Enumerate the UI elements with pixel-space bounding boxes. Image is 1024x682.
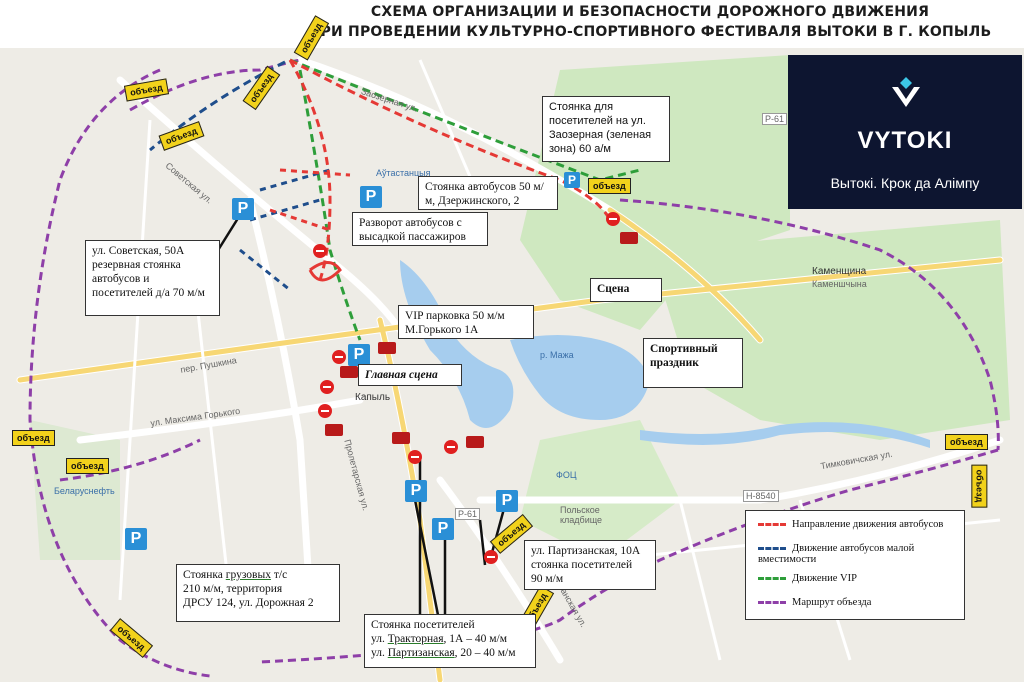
legend-item-vip: Движение VIP (758, 573, 857, 584)
parking-icon: P (348, 344, 370, 366)
no-entry-icon (332, 350, 346, 364)
callout-text: Сцена (597, 283, 630, 295)
callout-line: М.Горького 1А (405, 324, 479, 336)
callout-line: автобусов и (92, 273, 150, 285)
callout-line: Стоянка грузовых т/с (183, 568, 333, 582)
callout-text: Стоянка для посетителей на ул. Заозерная… (549, 101, 652, 155)
callout-line: ДРСУ 124, ул. Дорожная 2 (183, 597, 314, 609)
detour-sign: объезд (588, 178, 631, 194)
callout-text: Стоянка автобусов 50 м/м, Дзержинского, … (425, 181, 544, 207)
callout-parking-zaozernaya: Стоянка для посетителей на ул. Заозерная… (542, 96, 670, 162)
callout-main-stage: Главная сцена (358, 364, 462, 386)
callout-text: Разворот автобусов с высадкой пассажиров (359, 217, 466, 243)
callout-line: ул. Советская, 50А (92, 245, 185, 257)
legend: Направление движения автобусов Движение … (745, 510, 965, 620)
callout-bus-turnaround: Разворот автобусов с высадкой пассажиров (352, 212, 488, 246)
legend-label: Движение VIP (792, 573, 857, 584)
logo-word: VYTOKI (857, 127, 953, 154)
legend-label: Движение автобусов малой вместимости (758, 543, 915, 565)
callout-text: , 1А – 40 м/м (443, 633, 507, 645)
callout-sport: Спортивный праздник (643, 338, 743, 388)
callout-text: ул. (371, 647, 388, 659)
legend-item-bus: Направление движения автобусов (758, 519, 943, 530)
callout-visitor-parking: Стоянка посетителей ул. Тракторная, 1А –… (364, 614, 536, 668)
parking-icon: P (232, 198, 254, 220)
parking-icon: P (405, 480, 427, 502)
parking-icon: P (496, 490, 518, 512)
vytoki-logo-mark (892, 77, 920, 107)
title-line-1: СХЕМА ОРГАНИЗАЦИИ И БЕЗОПАСНОСТИ ДОРОЖНО… (370, 4, 930, 20)
no-entry-icon (484, 550, 498, 564)
parking-icon: P (564, 172, 580, 188)
callout-truck-parking: Стоянка грузовых т/с 210 м/м, территория… (176, 564, 340, 622)
callout-vip-parking: VIP парковка 50 м/м М.Горького 1А (398, 305, 534, 339)
detour-sign: объезд (66, 458, 109, 474)
callout-line: стоянка посетителей (531, 559, 633, 571)
callout-line: посетителей д/а 70 м/м (92, 287, 205, 299)
callout-line: праздник (650, 357, 699, 369)
detour-sign: объезд (12, 430, 55, 446)
callout-bus-dzerzhinskogo: Стоянка автобусов 50 м/м, Дзержинского, … (418, 176, 558, 210)
callout-text: ул. (371, 633, 388, 645)
callout-line: 90 м/м (531, 573, 564, 585)
callout-line: Стоянка посетителей (371, 619, 475, 631)
label-kamenshchina: Каменщина (812, 266, 867, 277)
callout-line: ул. Партизанская, 10А (531, 545, 641, 557)
legend-label: Маршрут объезда (792, 597, 872, 608)
road-barrier-icon (325, 424, 343, 436)
road-barrier-icon (340, 366, 358, 378)
callout-sovetskaya: ул. Советская, 50А резервная стоянка авт… (85, 240, 220, 316)
label-polish-cemetery: Польское кладбище (560, 505, 603, 525)
callout-line: резервная стоянка (92, 259, 181, 271)
vytoki-logo: VYTOKI Вытокі. Крок да Алімпу (788, 55, 1022, 209)
road-barrier-icon (392, 432, 410, 444)
callout-partizanskaya: ул. Партизанская, 10А стоянка посетителе… (524, 540, 656, 590)
title-line-2: ПРИ ПРОВЕДЕНИИ КУЛЬТУРНО-СПОРТИВНОГО ФЕС… (308, 24, 992, 40)
detour-sign: объезд (971, 464, 988, 508)
callout-text: грузовых (225, 569, 271, 581)
label-n8540: Н-8540 (743, 490, 779, 502)
no-entry-icon (313, 244, 327, 258)
no-entry-icon (444, 440, 458, 454)
legend-item-detour: Маршрут объезда (758, 597, 871, 608)
callout-line: VIP парковка 50 м/м (405, 310, 505, 322)
label-kamenshchina-by: Каменшчына (812, 279, 867, 289)
callout-text: т/с (270, 569, 288, 581)
callout-line: ул. Партизанская, 20 – 40 м/м (371, 646, 529, 660)
no-entry-icon (320, 380, 334, 394)
legend-label: Направление движения автобусов (792, 519, 944, 530)
callout-text: , 20 – 40 м/м (454, 647, 516, 659)
label-r61: Р-61 (455, 508, 481, 520)
parking-icon: P (125, 528, 147, 550)
label-avtostantsiya: Аўтастанцыя (376, 168, 431, 178)
label-fok: ФОЦ (556, 470, 577, 480)
no-entry-icon (606, 212, 620, 226)
callout-text: Главная сцена (365, 369, 438, 381)
callout-line: 210 м/м, территория (183, 583, 283, 595)
callout-text: Тракторная (387, 633, 444, 645)
logo-slogan: Вытокі. Крок да Алімпу (830, 175, 980, 191)
callout-line: Спортивный (650, 343, 718, 355)
parking-icon: P (360, 186, 382, 208)
legend-item-small-bus: Движение автобусов малой вместимости (758, 543, 958, 565)
callout-text: Стоянка (183, 569, 226, 581)
callout-line: ул. Тракторная, 1А – 40 м/м (371, 632, 529, 646)
detour-sign: объезд (945, 434, 988, 450)
no-entry-icon (318, 404, 332, 418)
no-entry-icon (408, 450, 422, 464)
road-barrier-icon (620, 232, 638, 244)
road-barrier-icon (378, 342, 396, 354)
callout-text: Партизанская (387, 647, 455, 659)
label-kopyl: Капыль (355, 392, 391, 403)
road-barrier-icon (466, 436, 484, 448)
label-r61-b: Р-61 (762, 113, 788, 125)
label-belorusneft: Беларуснефть (54, 486, 115, 496)
parking-icon: P (432, 518, 454, 540)
label-river: р. Мажа (540, 350, 574, 360)
callout-stage: Сцена (590, 278, 662, 302)
